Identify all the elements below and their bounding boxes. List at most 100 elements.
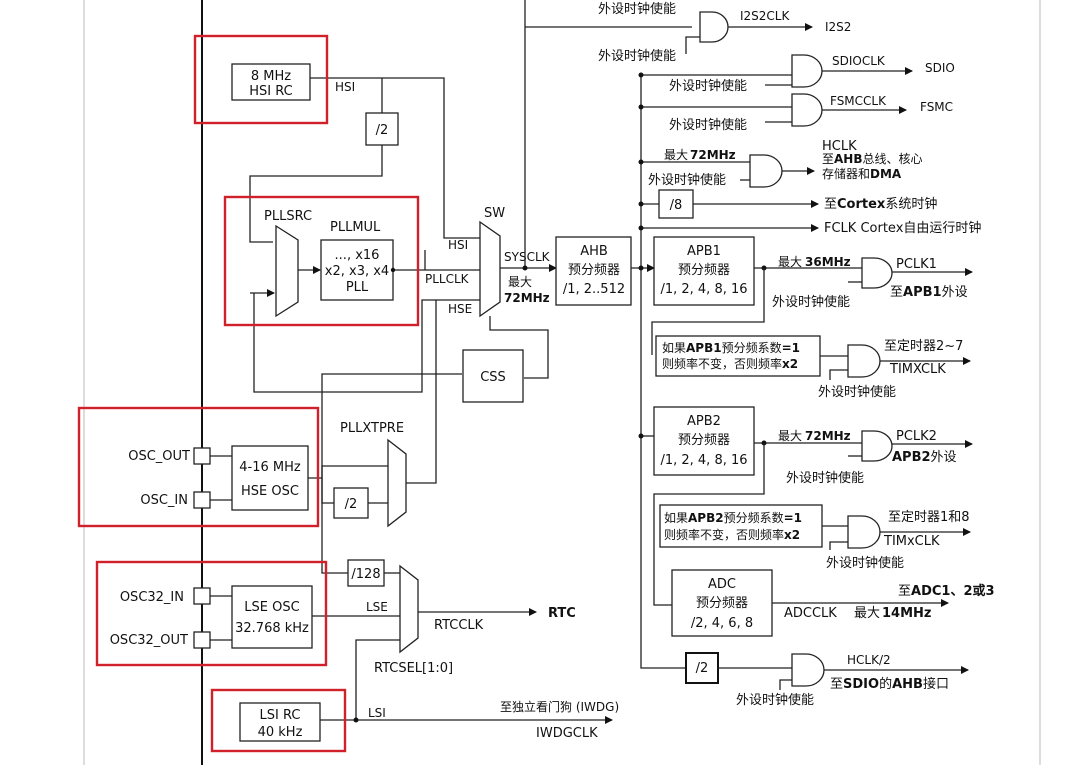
pllxtpre-div2-label: /2 (345, 497, 358, 512)
apb2-divs: /1, 2, 4, 8, 16 (660, 453, 747, 468)
apb2-max-value: 72MHz (805, 429, 851, 443)
hclk2-div-label: /2 (696, 661, 709, 676)
adc-dest: 至ADC1、2或3 (898, 583, 995, 599)
iwdgclk-label: IWDGCLK (536, 726, 598, 741)
tim18-dest: 至定时器1和8 (888, 510, 970, 525)
apb1-prescaler-box (653, 236, 755, 306)
sdio-enable-label: 外设时钟使能 (669, 78, 747, 94)
sysclk-label: SYSCLK (504, 250, 551, 264)
rtcsel-label: RTCSEL[1:0] (374, 661, 453, 676)
hse-line1: 4-16 MHz (239, 460, 301, 475)
i2s-and-gate (699, 11, 729, 43)
hclk-name: HCLK (822, 139, 857, 154)
apb1-timer-note-1: 如果APB1预分频系数=1 (662, 340, 800, 355)
osc32-out-pin (193, 631, 211, 649)
hclk2-div-box (685, 652, 719, 684)
osc32-in-label: OSC32_IN (120, 590, 184, 605)
highlight-hsi (193, 34, 329, 125)
lse-line1: LSE OSC (244, 600, 299, 615)
sdio-dest-label: SDIO (925, 61, 955, 75)
hclk2-dest: 至SDIO的AHB接口 (830, 676, 949, 692)
apb2-max-label: 最大 (778, 429, 802, 443)
apb1-title: APB1 (687, 244, 721, 259)
hsi-line1: 8 MHz (251, 69, 291, 84)
fsmc-and-gate (791, 93, 823, 127)
lse-osc-block (231, 585, 313, 649)
fsmc-enable-label: 外设时钟使能 (669, 117, 747, 133)
osc32-out-label: OSC32_OUT (110, 633, 188, 648)
adc-max-value: 14MHz (882, 606, 931, 621)
hclk-max-label: 最大 (664, 148, 688, 162)
tim18-and-gate (847, 515, 881, 549)
iwdg-label: 至独立看门狗 (IWDG) (500, 699, 619, 714)
fsmc-dest-label: FSMC (920, 100, 953, 114)
highlight-hse (77, 406, 320, 528)
sdio-clk-label: SDIOCLK (832, 54, 886, 68)
lsi-rc-block (239, 702, 321, 742)
apb1-dest: 至APB1外设 (890, 285, 968, 300)
tim18-enable-label: 外设时钟使能 (826, 555, 904, 571)
hclk2-and-gate (791, 653, 825, 687)
css-label: CSS (480, 370, 506, 385)
lsi-out-label: LSI (368, 706, 386, 720)
sw-label: SW (484, 206, 505, 221)
rtc-dest-label: RTC (548, 606, 576, 621)
fsmc-clk-label: FSMCCLK (830, 94, 887, 108)
ahb-divs: /1, 2..512 (563, 282, 625, 297)
tim27-dest: 至定时器2~7 (884, 339, 963, 354)
ahb-title: AHB (580, 244, 608, 259)
pclk1-label: PCLK1 (896, 257, 937, 272)
osc-out-label: OSC_OUT (128, 449, 190, 464)
osc-in-pin (193, 491, 211, 509)
enable-label-mid: 外设时钟使能 (598, 48, 676, 64)
highlight-lsi (210, 688, 347, 753)
pclk2-and-gate (861, 430, 893, 462)
osc32-in-pin (193, 587, 211, 605)
hclk2-enable-label: 外设时钟使能 (736, 692, 814, 708)
osc-out-pin (193, 447, 211, 465)
fclk-label: FCLK Cortex自由运行时钟 (824, 220, 981, 236)
sdio-and-gate (791, 54, 823, 88)
lse-line2: 32.768 kHz (235, 621, 309, 636)
hclk-dest1: 至AHB总线、核心 (822, 152, 923, 166)
lsi-line1: LSI RC (260, 708, 301, 723)
rtcclk-label: RTCCLK (434, 618, 484, 633)
ahb-sub: 预分频器 (568, 263, 620, 278)
pclk2-label: PCLK2 (896, 429, 937, 444)
pllmul-box (320, 239, 394, 301)
apb2-sub: 预分频器 (678, 433, 730, 448)
hsi-line2: HSI RC (249, 84, 292, 99)
tim27-clk-label: TIMXCLK (889, 362, 946, 377)
apb2-prescaler-box (653, 406, 755, 476)
apb1-divs: /1, 2, 4, 8, 16 (660, 282, 747, 297)
highlight-lse (95, 560, 328, 667)
pllxtpre-mux (387, 438, 407, 528)
rtcsel-mux (399, 564, 419, 654)
sw-mux (479, 220, 501, 318)
osc-in-label: OSC_IN (140, 493, 188, 508)
apb2-timer-note-1: 如果APB2预分频系数=1 (664, 510, 802, 525)
apb1-timer-multiplier-box (655, 335, 821, 377)
tim18-clk-label: TIMxCLK (883, 534, 940, 549)
hse-osc-block (231, 445, 309, 511)
pllxtpre-label: PLLXTPRE (340, 421, 404, 436)
tim27-enable-label: 外设时钟使能 (818, 384, 896, 400)
sw-in-hsi: HSI (448, 238, 468, 252)
apb1-sub: 预分频器 (678, 263, 730, 278)
adc-clk-label: ADCCLK (784, 606, 837, 621)
apb2-title: APB2 (687, 414, 721, 429)
apb1-max-value: 36MHz (805, 255, 851, 269)
pllclk-label: PLLCLK (425, 272, 470, 286)
rtc-div128-label: /128 (351, 567, 380, 582)
lsi-line2: 40 kHz (258, 725, 303, 740)
pllmul-line3: PLL (346, 280, 369, 295)
cortex-dest: 至Cortex系统时钟 (824, 196, 937, 212)
pllmul-line2: x2, x3, x4 (325, 264, 389, 279)
sw-in-hse: HSE (448, 302, 472, 316)
ahb-prescaler-box (555, 236, 632, 306)
adc-divs: /2, 4, 6, 8 (691, 616, 753, 631)
hclk-dest2: 存储器和DMA (822, 166, 902, 181)
adc-title: ADC (708, 577, 736, 592)
hclk-enable-label: 外设时钟使能 (648, 172, 726, 188)
